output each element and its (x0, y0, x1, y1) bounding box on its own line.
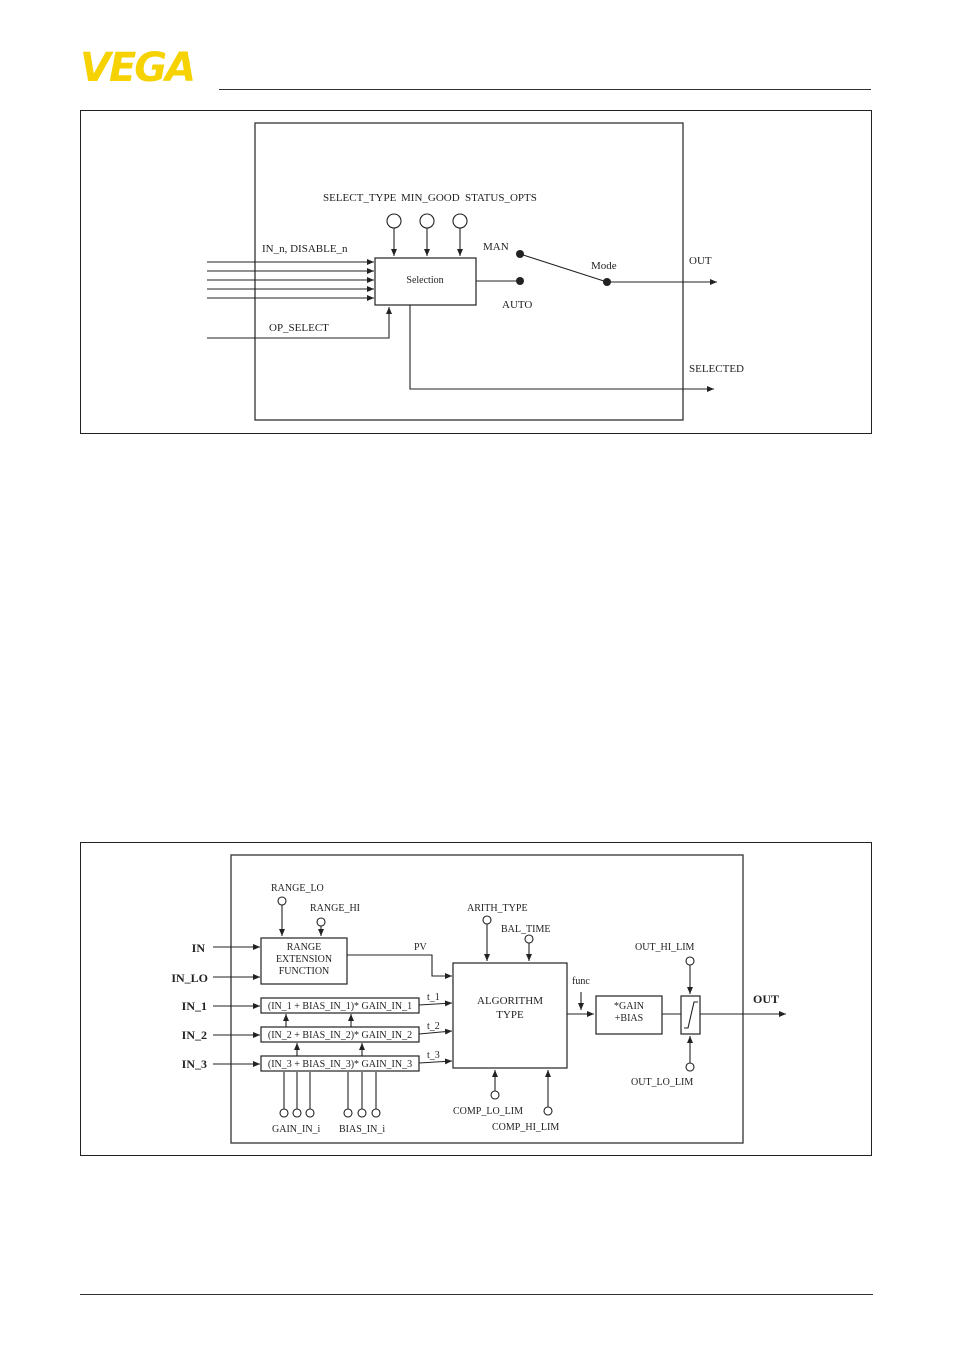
status-opts-label: STATUS_OPTS (465, 192, 537, 204)
formula-3: (IN_3 + BIAS_IN_3)* GAIN_IN_3 (268, 1059, 412, 1070)
range-ext-line-1: RANGE (287, 942, 321, 953)
bias-in-2-param (357, 1108, 367, 1118)
formula-2: (IN_2 + BIAS_IN_2)* GAIN_IN_2 (268, 1030, 412, 1041)
func-label: func (572, 976, 590, 987)
bal-time-label: BAL_TIME (501, 924, 550, 935)
comp-lo-lim-label: COMP_LO_LIM (453, 1106, 523, 1117)
range-ext-line-2: EXTENSION (276, 954, 332, 965)
in-3-label: IN_3 (182, 1057, 207, 1071)
selected-label: SELECTED (689, 363, 744, 375)
input-label: IN_n, DISABLE_n (262, 243, 348, 255)
gain-bias-block (595, 995, 663, 1035)
op-select-label: OP_SELECT (269, 322, 329, 334)
range-hi-label: RANGE_HI (310, 903, 360, 914)
gain-in-2-param (292, 1108, 302, 1118)
formula-box-3 (260, 1055, 420, 1072)
mode-label: Mode (591, 260, 617, 272)
range-ext-line-3: FUNCTION (279, 966, 330, 977)
out-hi-lim-label: OUT_HI_LIM (635, 942, 695, 953)
range-hi-param (316, 917, 326, 927)
bias-line: +BIAS (615, 1013, 643, 1024)
function-block-border (230, 854, 744, 1144)
header-rule (219, 89, 871, 90)
t1-label: t_1 (427, 992, 440, 1003)
arith-type-label: ARITH_TYPE (467, 903, 528, 914)
algorithm-line-2: TYPE (496, 1009, 524, 1021)
vega-logo-text: VEGA (80, 45, 194, 91)
mode-switch-arm (519, 253, 608, 283)
out-lo-lim-label: OUT_LO_LIM (631, 1077, 693, 1088)
gain-in-i-label: GAIN_IN_i (272, 1124, 321, 1135)
arith-type-param (482, 915, 492, 925)
input-selector-diagram: SELECT_TYPE MIN_GOOD STATUS_OPTS IN_n, D… (207, 122, 744, 421)
gain-in-1-param (279, 1108, 289, 1118)
min-good-label: MIN_GOOD (401, 192, 460, 204)
t2-label: t_2 (427, 1021, 440, 1032)
bias-in-3-param (371, 1108, 381, 1118)
formula-box-2 (260, 1026, 420, 1043)
range-extension-block (260, 937, 348, 985)
bal-time-param (524, 934, 534, 944)
pv-label: PV (414, 942, 428, 953)
bias-in-i-label: BIAS_IN_i (339, 1124, 385, 1135)
out-lo-lim-param (685, 1062, 695, 1072)
figure-input-selector: SELECT_TYPE MIN_GOOD STATUS_OPTS IN_n, D… (80, 110, 872, 434)
selection-block (374, 257, 477, 306)
algorithm-line-1: ALGORITHM (477, 995, 543, 1007)
formula-box-1 (260, 997, 420, 1014)
min-good-param (419, 213, 435, 229)
out-label: OUT (689, 255, 712, 267)
t3-label: t_3 (427, 1050, 440, 1061)
auto-contact (516, 277, 524, 285)
limiter-curve (684, 1001, 698, 1029)
range-lo-param (277, 896, 287, 906)
out-hi-lim-param (685, 956, 695, 966)
range-lo-label: RANGE_LO (271, 883, 324, 894)
in-1-label: IN_1 (182, 999, 207, 1013)
status-opts-param (452, 213, 468, 229)
out-label: OUT (753, 992, 779, 1006)
gain-in-3-param (305, 1108, 315, 1118)
selection-label: Selection (406, 275, 443, 286)
in-2-label: IN_2 (182, 1028, 207, 1042)
footer-rule (80, 1294, 873, 1295)
select-type-param (386, 213, 402, 229)
comp-hi-lim-label: COMP_HI_LIM (492, 1122, 559, 1133)
select-type-label: SELECT_TYPE (323, 192, 397, 204)
algorithm-block (452, 962, 568, 1069)
comp-hi-lim-param (543, 1106, 553, 1116)
in-lo-label: IN_LO (171, 971, 208, 985)
arithmetic-diagram: RANGE_LO RANGE_HI IN IN_LO IN_1 IN_2 IN_… (171, 854, 786, 1144)
auto-label: AUTO (502, 299, 532, 311)
man-label: MAN (483, 241, 509, 253)
bias-in-1-param (343, 1108, 353, 1118)
formula-1: (IN_1 + BIAS_IN_1)* GAIN_IN_1 (268, 1001, 412, 1012)
comp-lo-lim-param (490, 1090, 500, 1100)
figure-arithmetic: RANGE_LO RANGE_HI IN IN_LO IN_1 IN_2 IN_… (80, 842, 872, 1156)
in-label: IN (192, 941, 206, 955)
gain-line: *GAIN (614, 1001, 644, 1012)
vega-logo: VEGA (80, 45, 196, 91)
